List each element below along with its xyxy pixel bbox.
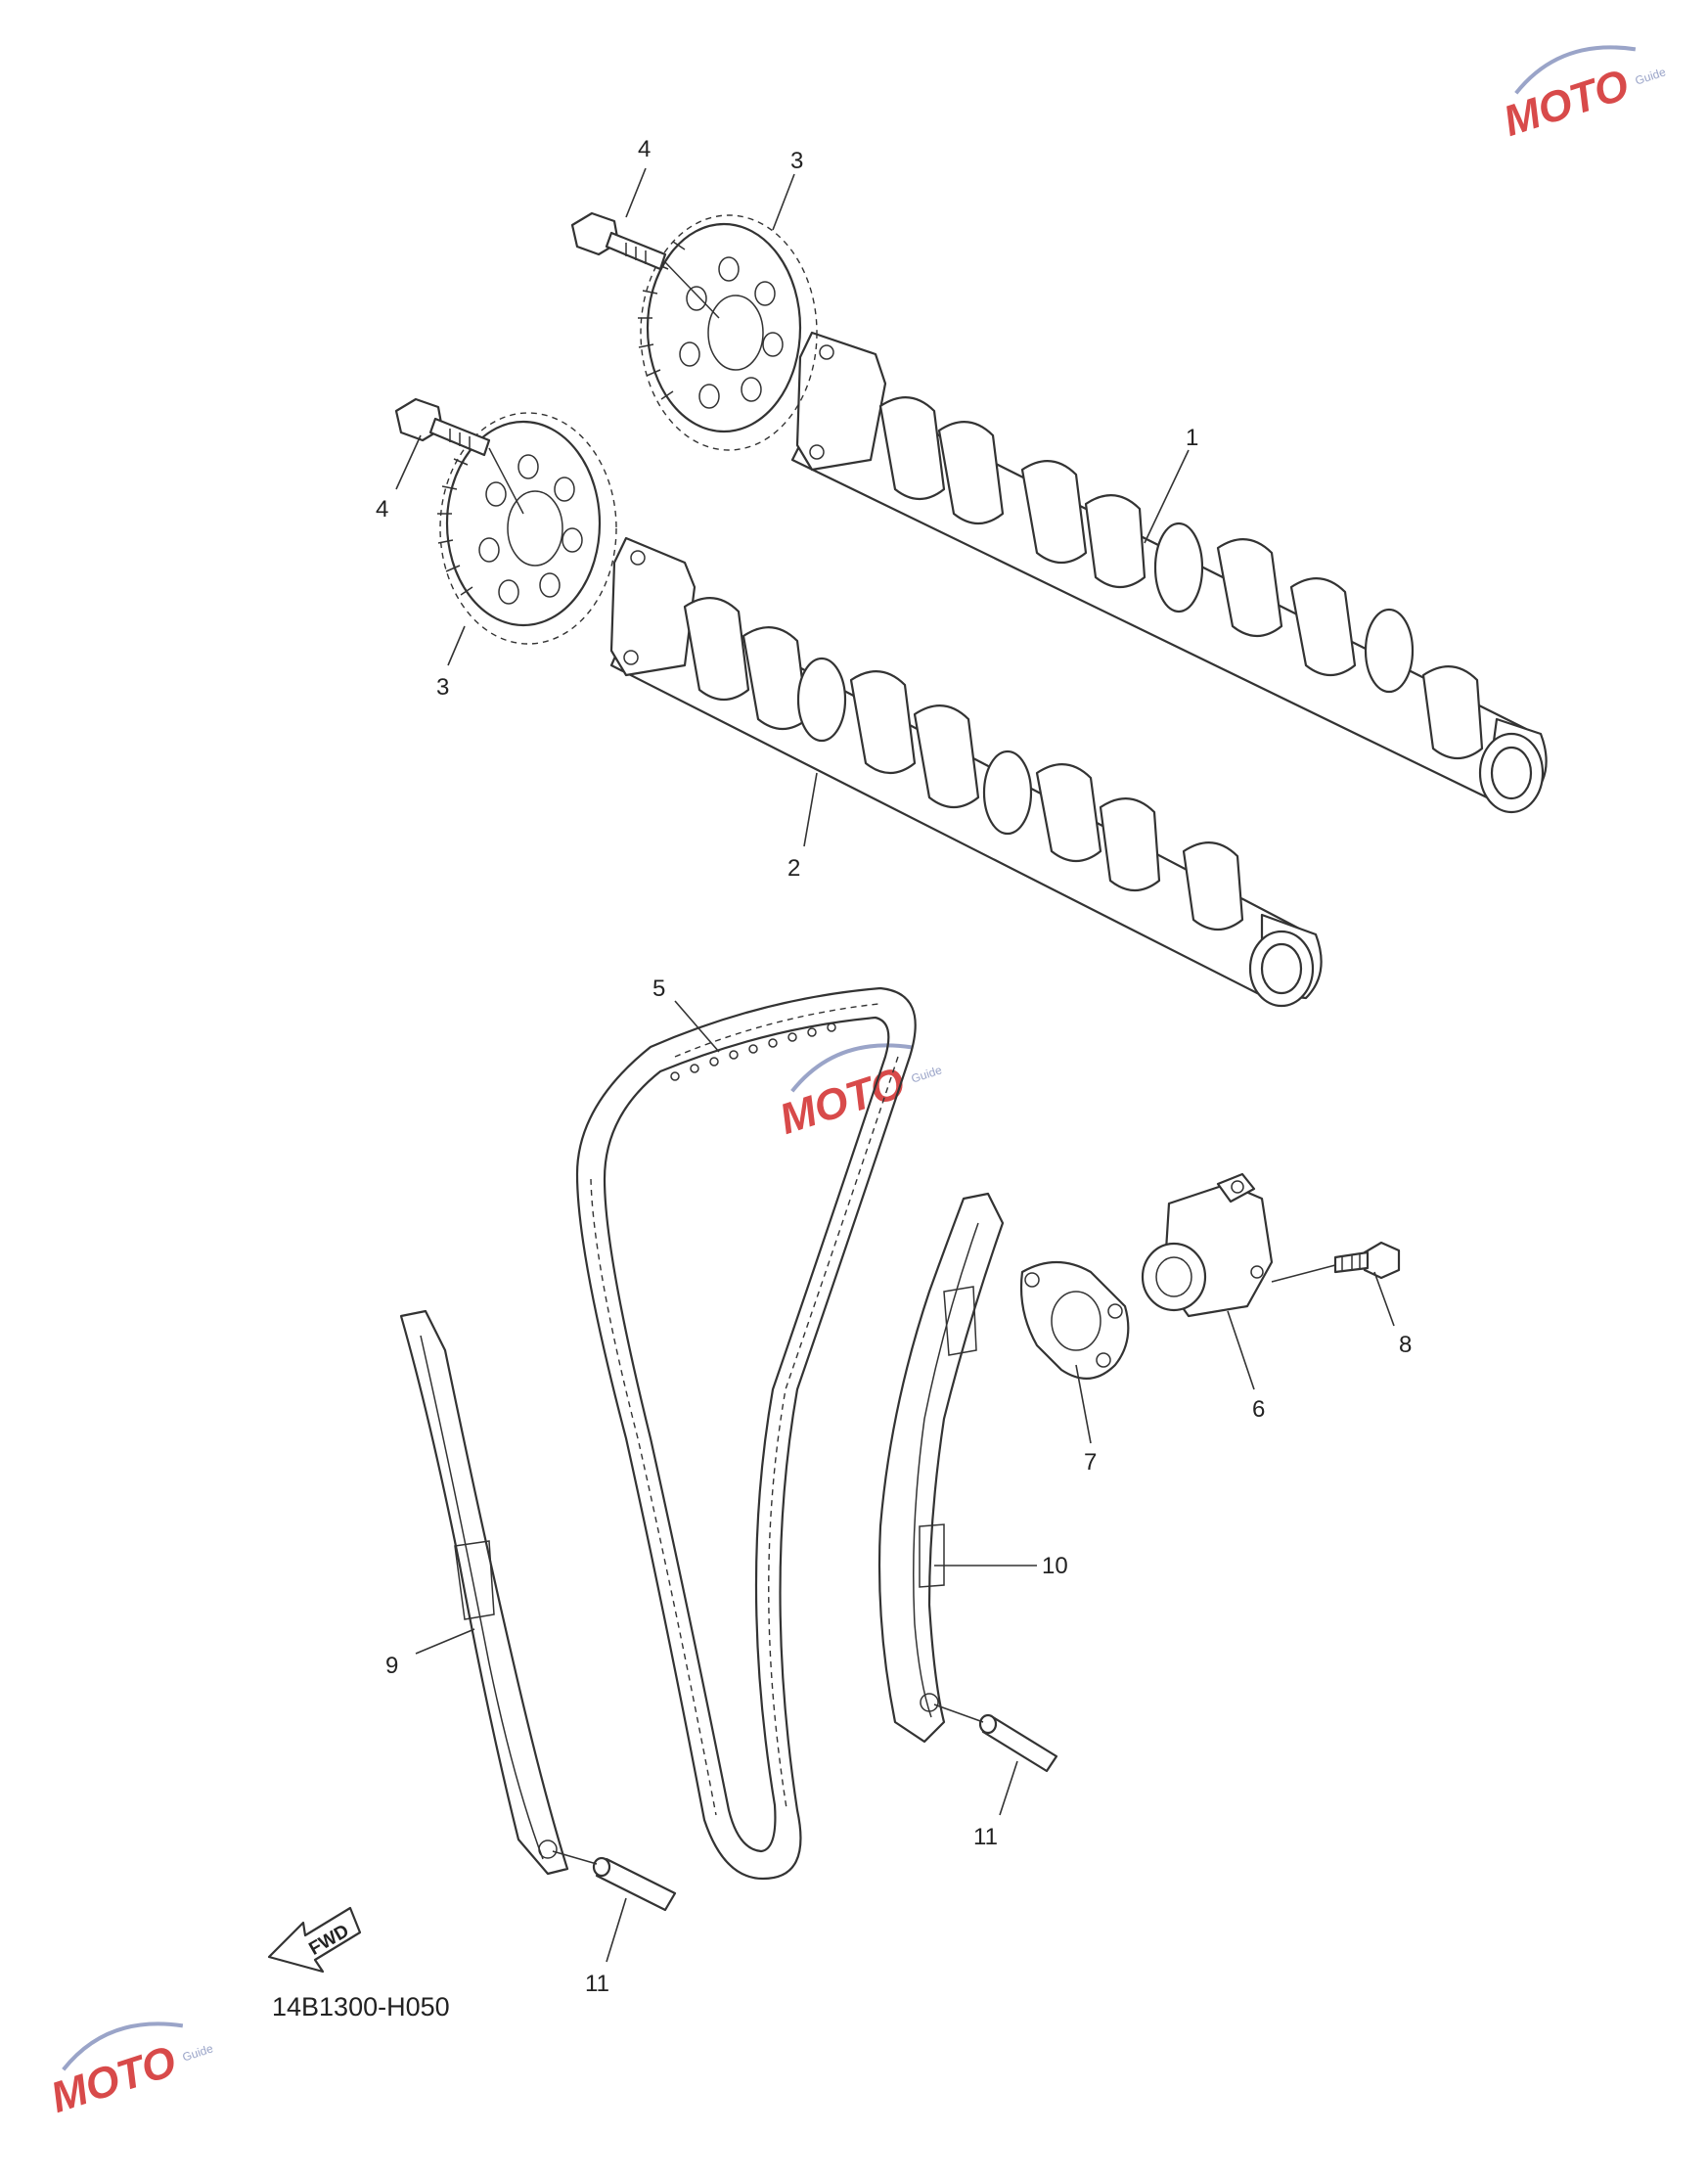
label-part-5: 5: [652, 976, 665, 1002]
camshaft-lower: [609, 536, 1323, 1008]
part-labels: 1 2 3 3 4 4 5 6 7 8 9 10 11 11: [376, 136, 1412, 1997]
label-part-3-upper: 3: [790, 148, 803, 174]
watermark-sub-text: Guide: [910, 1063, 944, 1085]
sprocket-bolt-lower: [394, 397, 524, 515]
label-part-10: 10: [1042, 1553, 1068, 1579]
watermark-brand-text: MOTO: [774, 1059, 911, 1144]
label-part-8: 8: [1399, 1332, 1412, 1358]
label-part-6: 6: [1252, 1396, 1265, 1423]
diagram-code: 14B1300-H050: [272, 1992, 450, 2021]
guide-pin-right: [933, 1703, 1058, 1773]
label-part-4-upper: 4: [638, 136, 651, 162]
chain-guide-right: [877, 1192, 1005, 1744]
label-part-4-lower: 4: [376, 496, 388, 522]
label-part-9: 9: [385, 1653, 398, 1679]
label-part-1: 1: [1186, 425, 1198, 451]
watermark-top-right: MOTO Guide: [1498, 45, 1668, 146]
camshaft-upper: [790, 331, 1548, 814]
label-part-2: 2: [787, 855, 800, 882]
leader-lines: [395, 167, 1395, 1963]
watermark-bottom-left: MOTO Guide: [45, 2021, 215, 2122]
cam-sprocket-upper: [638, 214, 818, 451]
watermark-brand-text: MOTO: [1498, 61, 1635, 146]
label-part-11-left: 11: [585, 1971, 609, 1997]
watermark-sub-text: Guide: [1634, 65, 1668, 87]
watermark-center: MOTO Guide: [774, 1043, 944, 1144]
label-part-7: 7: [1084, 1449, 1097, 1476]
watermark-sub-text: Guide: [181, 2041, 215, 2064]
tensioner-gasket: [1019, 1261, 1130, 1380]
chain-tensioner: [1141, 1172, 1274, 1318]
label-part-11-right: 11: [973, 1824, 998, 1850]
cam-sprocket-lower: [437, 412, 617, 645]
tensioner-bolt: [1271, 1241, 1401, 1283]
label-part-3-lower: 3: [436, 674, 449, 701]
sprocket-bolt-upper: [570, 211, 720, 319]
watermark-brand-text: MOTO: [45, 2037, 182, 2122]
guide-pin-left: [552, 1850, 677, 1912]
chain-guide-left: [399, 1309, 569, 1876]
fwd-arrow: FWD: [267, 1906, 362, 1974]
cam-chain: [575, 986, 917, 1881]
